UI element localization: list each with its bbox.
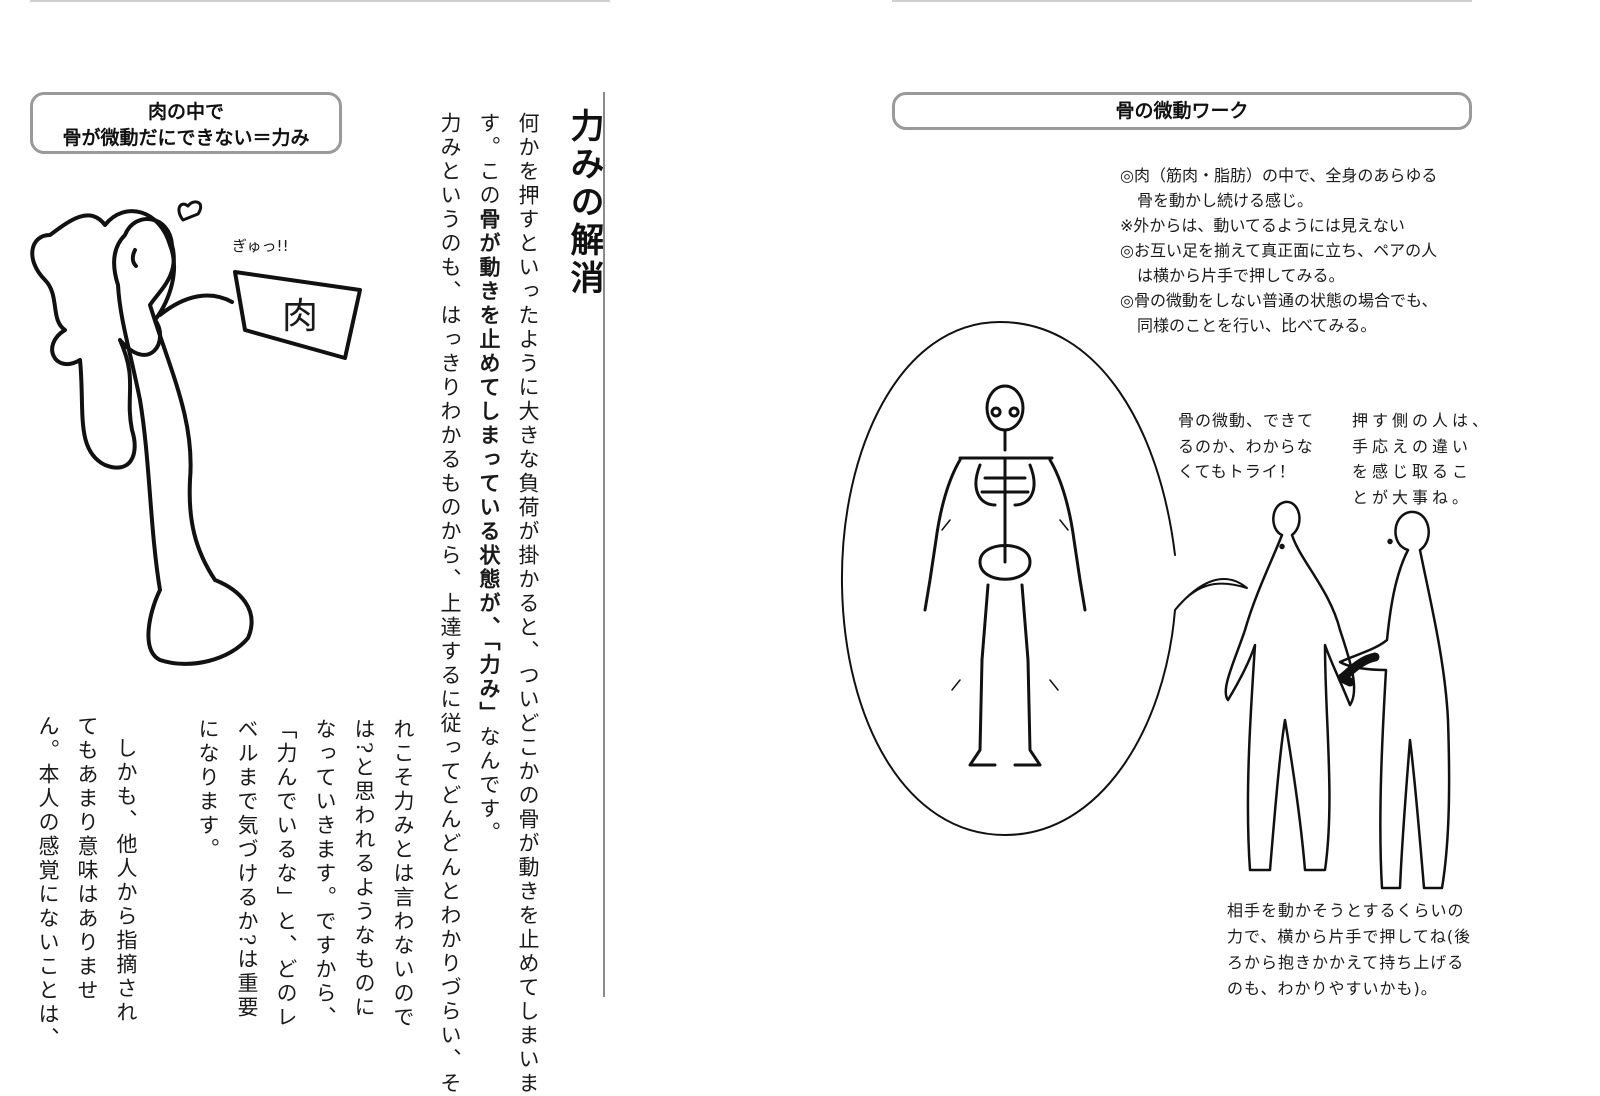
body-column: 何かを押すといったように大きな負荷が掛かると、ついどこかの骨が動きを止めてしまい… bbox=[516, 112, 540, 1096]
instruction-line: 同様のことを行い、比べてみる。 bbox=[1137, 316, 1377, 335]
caption-line: とが大事ね。 bbox=[1352, 487, 1473, 507]
right-page: 骨の微動ワーク ◎肉（筋肉・脂肪）の中で、全身のあらゆる 骨を動かし続ける感じ。… bbox=[800, 0, 1600, 1067]
left-page: 肉の中で 骨が微動だにできない＝力み ぎゅっ!! 肉 力みの解消 何かを押すとい… bbox=[0, 0, 800, 1096]
caption-line: 相手を動かそうとするくらいの bbox=[1227, 901, 1465, 920]
sound-effect-label: ぎゅっ!! bbox=[232, 237, 289, 255]
caption-line: を感じ取るこ bbox=[1352, 462, 1473, 481]
right-heading-box: 骨の微動ワーク bbox=[892, 92, 1472, 130]
body-column: は?と思われるようなものに bbox=[352, 718, 376, 1021]
body-column: ベルまで気づけるか?は重要 bbox=[235, 718, 259, 1021]
flag-label: 肉 bbox=[282, 296, 319, 337]
body-text-upper: 何かを押すといったように大きな負荷が掛かると、ついどこかの骨が動きを止めてしまい… bbox=[430, 112, 547, 1096]
right-heading-label: 骨の微動ワーク bbox=[1115, 100, 1249, 122]
caption-line: るのか、わからな bbox=[1178, 436, 1314, 456]
body-text-middle: れこそ力みとは言わないので は?と思われるようなものに なっていきます。ですから… bbox=[188, 718, 422, 1030]
left-heading-line-1: 肉の中で bbox=[147, 101, 224, 123]
body-column: てもあまり意味はありませ bbox=[75, 715, 99, 1003]
instruction-list: ◎肉（筋肉・脂肪）の中で、全身のあらゆる 骨を動かし続ける感じ。 ※外からは、動… bbox=[1120, 163, 1437, 338]
caption-line: 骨の微動、できて bbox=[1178, 411, 1315, 430]
instruction-line: ◎肉（筋肉・脂肪）の中で、全身のあらゆる bbox=[1120, 166, 1438, 185]
caption-line: ろから抱きかかえて持ち上げる bbox=[1227, 953, 1465, 972]
caption-line: 押す側の人は、 bbox=[1352, 411, 1493, 430]
instruction-line: ※外からは、動いてるようには見えない bbox=[1120, 216, 1405, 235]
chapter-rule bbox=[603, 92, 605, 997]
left-heading-line-2: 骨が微動だにできない＝力み bbox=[62, 127, 310, 149]
caption-line: 手応えの違い bbox=[1352, 436, 1473, 456]
instruction-line: ◎骨の微動をしない普通の状態の場合でも、 bbox=[1120, 291, 1438, 310]
instruction-line: ◎お互い足を揃えて真正面に立ち、ペアの人 bbox=[1120, 241, 1438, 260]
body-column: 力みというのも、はっきりわかるものから、上達するに従ってどんどんとわかりづらい、… bbox=[438, 112, 462, 1096]
body-text-lower: しかも、他人から指摘され てもあまり意味はありませ ん。本人の感覚にないことは、 bbox=[28, 715, 145, 1051]
caption-push-instruction: 相手を動かそうとするくらいの 力で、横から片手で押してね(後 ろから抱きかかえて… bbox=[1227, 898, 1471, 1002]
skeleton-thought-bubble bbox=[840, 321, 1451, 890]
body-column: れこそ力みとは言わないので bbox=[391, 718, 415, 1030]
body-column: になります。 bbox=[196, 718, 220, 862]
top-rule bbox=[30, 0, 610, 2]
top-rule bbox=[892, 0, 1472, 2]
caption-try: 骨の微動、できて るのか、わからな くてもトライ！ bbox=[1178, 408, 1314, 485]
chapter-title: 力みの解消 bbox=[564, 108, 604, 298]
body-column: しかも、他人から指摘され bbox=[114, 737, 138, 1025]
caption-line: くてもトライ！ bbox=[1178, 462, 1296, 481]
instruction-line: は横から片手で押してみる。 bbox=[1137, 266, 1345, 285]
left-heading-box: 肉の中で 骨が微動だにできない＝力み bbox=[30, 92, 342, 154]
caption-pusher: 押す側の人は、 手応えの違い を感じ取るこ とが大事ね。 bbox=[1352, 408, 1492, 510]
caption-line: のも、わかりやすいかも)。 bbox=[1227, 979, 1438, 998]
instruction-line: 骨を動かし続ける感じ。 bbox=[1137, 191, 1314, 210]
body-column: 「力んでいるな」と、どのレ bbox=[274, 718, 298, 1030]
caption-line: 力で、横から片手で押してね(後 bbox=[1227, 927, 1472, 946]
body-column: ん。本人の感覚にないことは、 bbox=[36, 715, 60, 1051]
body-column: なっていきます。ですから、 bbox=[313, 718, 337, 1030]
body-column: す。この骨が動きを止めてしまっている状態が、「力み」なんです。 bbox=[477, 112, 501, 846]
bone-in-meat-illustration bbox=[30, 200, 362, 666]
